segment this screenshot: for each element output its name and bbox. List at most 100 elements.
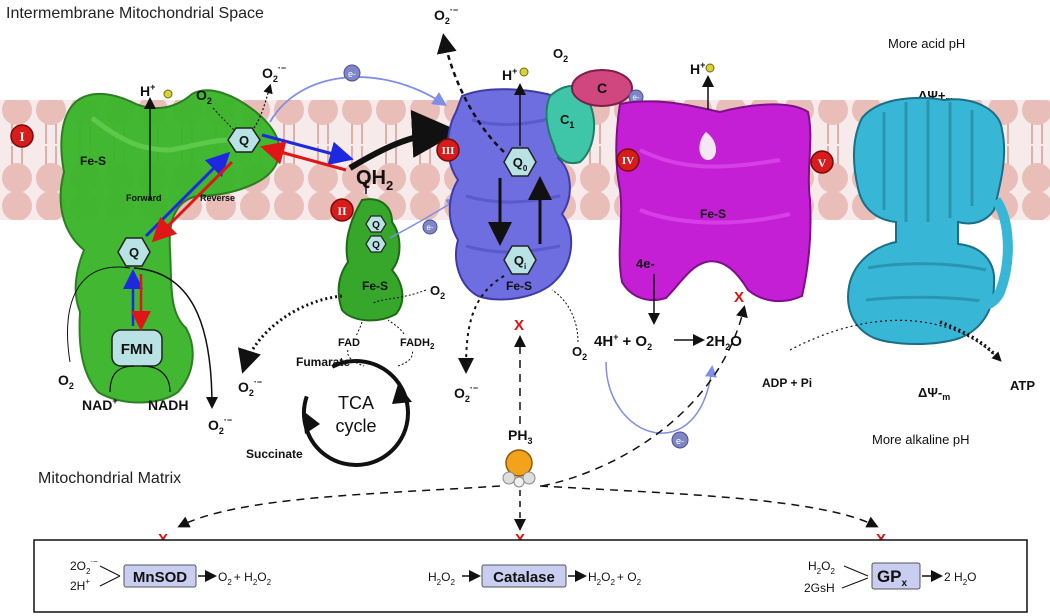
- gpx-merge-lines: [841, 565, 869, 589]
- complex-iii-o2-dotted: [551, 289, 579, 343]
- qh2-to-complex-iii-arrow: [348, 109, 460, 171]
- electron-complex-ii-label: e-: [426, 223, 433, 232]
- catalase-box: [481, 564, 567, 588]
- fadh2-dotted: [387, 319, 405, 335]
- fad-dotted: [355, 321, 363, 337]
- complex-ii-superoxide: O2·−: [238, 377, 262, 398]
- electron-top-label: e-: [348, 69, 356, 79]
- fadh2-label: FADH2: [400, 337, 435, 351]
- four-electrons-label: 4e-: [636, 256, 655, 271]
- mnsod-input-superoxide: 2O2·−: [70, 557, 98, 576]
- fmn-label: FMN: [121, 341, 154, 358]
- complex-v-badge: [810, 150, 834, 174]
- matrix-label: Mitochondrial Matrix: [38, 470, 181, 487]
- gpx-label: GPx: [877, 567, 908, 589]
- ph3-hydrogen-3: [513, 476, 525, 488]
- ph3-hydrogen-1: [502, 471, 516, 485]
- electron-arc-top: [269, 76, 448, 123]
- ph3-to-mnsod: [177, 485, 501, 528]
- q0-hexagon: [503, 147, 537, 177]
- nad-curve: [109, 365, 135, 393]
- flavin-superoxide-arrow: [133, 267, 218, 409]
- complex-iv-fes-label: Fe-S: [700, 207, 726, 221]
- intermembrane-space-label: Intermembrane Mitochondrial Space: [6, 5, 264, 22]
- complex-i-proton: H+: [140, 82, 155, 99]
- complex-iv-badge: [616, 148, 640, 172]
- electron-top: [343, 64, 361, 82]
- fad-label: FAD: [338, 337, 360, 349]
- complex-ii-superoxide-arrow: [237, 294, 343, 374]
- o2-curve-left: [67, 266, 131, 363]
- atp-label: ATP: [1010, 378, 1035, 393]
- tca-arrowhead-right: [392, 384, 412, 404]
- succinate-label: Succinate: [246, 447, 303, 461]
- gpx-input-glutathione: 2GsH: [804, 581, 835, 595]
- acid-ph-label: More acid pH: [888, 36, 965, 51]
- complex-iii: [447, 88, 573, 301]
- tca-cycle-circle: [302, 359, 410, 467]
- complex-v: [847, 96, 1013, 345]
- complex-i-o2: O2: [196, 87, 212, 106]
- ph3-hydrogen-2: [522, 471, 536, 485]
- complex-ii-o2-dotted: [371, 289, 427, 305]
- reverse-label: Reverse: [200, 193, 235, 203]
- complex-iii-superoxide-up-arrow: [436, 33, 505, 153]
- block-x-complex-iii: X: [514, 317, 524, 334]
- membrane-potential-minus: ΔΨ-m: [918, 385, 950, 402]
- adp-pi-label: ADP + Pi: [762, 376, 812, 390]
- succinate-dotted: [397, 349, 413, 367]
- nadh-curve: [141, 365, 171, 393]
- cytochrome-c-label: C: [597, 80, 607, 96]
- complex-ii-q1-label: Q: [372, 220, 380, 231]
- fumarate-dotted: [347, 349, 365, 367]
- complex-iii-badge: [436, 138, 460, 162]
- complex-i-numeral: I: [19, 129, 24, 144]
- water-equation: 4H++ O2: [594, 332, 652, 352]
- complex-i-superoxide-bottom: O2·−: [208, 415, 232, 436]
- cytochrome-c: [571, 69, 633, 107]
- complex-iv-numeral: IV: [622, 155, 634, 167]
- tca-label-1: TCA: [338, 393, 374, 413]
- complex-i-q-top-hexagon: [227, 127, 261, 153]
- q-superoxide-dotted-arrow: [253, 83, 273, 129]
- ph3-to-complex-iv: [541, 305, 748, 487]
- complex-ii-q1-hexagon: [365, 215, 387, 233]
- ph3-label: PH3: [508, 427, 532, 446]
- complex-ii-o2: O2: [430, 283, 445, 301]
- o2-to-q-dotted: [212, 107, 235, 131]
- complex-i-q-top-label: Q: [239, 133, 249, 148]
- electron-complex-ii: [422, 219, 438, 235]
- catalase-products: H2O2+ O2: [588, 570, 642, 587]
- electron-bottom-label: e-: [676, 436, 684, 446]
- qh2-label: QH2: [356, 167, 393, 193]
- complex-i-q-label: Q: [129, 245, 139, 260]
- mnsod-input-proton: 2H+: [70, 577, 90, 593]
- ph3-to-gpx: [539, 485, 879, 528]
- gpx-box: [871, 562, 921, 590]
- complex-iv: [615, 100, 812, 303]
- alkaline-ph-label: More alkaline pH: [872, 432, 970, 447]
- catalase-label: Catalase: [493, 569, 555, 586]
- complex-iii-superoxide-bottom: O2·−: [454, 383, 478, 404]
- complex-i-q-hexagon: [117, 237, 151, 267]
- complex-i-fes-label: Fe-S: [80, 154, 106, 168]
- reverse-arrow: [151, 160, 234, 243]
- electron-cyt-c-label: e-: [632, 93, 639, 102]
- water-product: 2H2O: [706, 333, 742, 352]
- complex-iii-superoxide-down-arrow: [458, 275, 505, 374]
- complex-ii-badge: [330, 198, 354, 222]
- complex-iii-fes-label: Fe-S: [506, 279, 532, 293]
- complex-ii-q2-label: Q: [372, 240, 380, 251]
- atp-arrow-thick: [939, 320, 1000, 360]
- electron-loop-arrow: [605, 361, 717, 434]
- proton-dot: [705, 63, 715, 73]
- fumarate-label: Fumarate: [296, 355, 350, 369]
- catalase-input: H2O2: [428, 570, 455, 587]
- electron-bottom: [671, 431, 689, 449]
- complex-ii-fes-label: Fe-S: [362, 279, 388, 293]
- complex-i-badge: [10, 124, 34, 148]
- mnsod-box: [123, 564, 197, 588]
- complex-iii-numeral: III: [442, 145, 455, 157]
- nad-label: NAD+: [82, 396, 118, 413]
